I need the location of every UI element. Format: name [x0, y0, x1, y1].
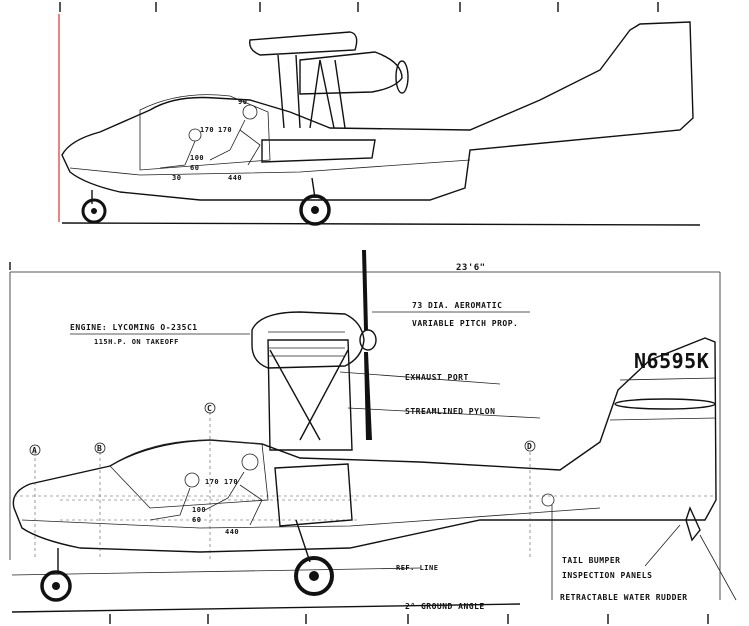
upper-dim-100: 100 — [190, 154, 204, 162]
tail-assembly — [609, 377, 717, 421]
ground-angle-label: 2° GROUND ANGLE — [405, 602, 485, 611]
station-a: A — [32, 446, 37, 455]
upper-pylon — [277, 54, 346, 129]
ref-line — [11, 567, 421, 576]
main-side-view: 23'6" A B C D — [9, 250, 737, 624]
station-markers: A B C D — [29, 402, 536, 456]
station-c: C — [207, 404, 212, 413]
pylon-label: STREAMLINED PYLON — [405, 407, 495, 416]
upper-main-gear — [299, 177, 331, 226]
upper-prop-hub — [395, 60, 409, 94]
main-nose-gear — [40, 548, 72, 602]
main-dim-60: 60 — [192, 516, 201, 524]
main-dim-440: 440 — [225, 528, 239, 536]
top-border-ticks — [59, 2, 659, 12]
ground-line — [11, 603, 521, 613]
engine-cylinders — [268, 331, 345, 357]
engine-label-line1: ENGINE: LYCOMING O-235C1 — [70, 323, 198, 332]
propeller — [359, 250, 377, 440]
engine-nacelle — [251, 311, 365, 369]
callouts: ENGINE: LYCOMING O-235C1 115H.P. ON TAKE… — [70, 301, 737, 611]
inspection-panel — [541, 493, 555, 507]
registration-number: N6595K — [634, 349, 709, 373]
upper-ground-line — [61, 222, 701, 226]
main-hull-chine — [21, 507, 601, 529]
overall-length-label: 23'6" — [456, 263, 486, 273]
upper-hull — [61, 21, 694, 201]
upper-dim-90: 90 — [238, 98, 247, 106]
station-d: D — [527, 442, 532, 451]
upper-lower-wing — [261, 139, 376, 163]
main-dim-170b: 170 — [224, 478, 238, 486]
upper-dim-30: 30 — [172, 174, 181, 182]
station-b: B — [97, 444, 102, 453]
prop-label-line2: VARIABLE PITCH PROP. — [412, 319, 518, 328]
main-cockpit — [109, 439, 269, 509]
upper-dim-60: 60 — [190, 164, 199, 172]
main-landing-gear — [294, 519, 334, 596]
upper-dim-440: 440 — [228, 174, 242, 182]
main-hull — [12, 337, 717, 553]
upper-side-view: 90 170 170 100 60 30 440 — [58, 2, 701, 226]
upper-engine — [299, 51, 403, 95]
station-grid — [34, 412, 531, 560]
upper-nose-gear — [81, 190, 107, 224]
upper-dim-170a: 170 — [200, 126, 214, 134]
main-border-ticks — [9, 262, 709, 624]
engine-label-line2: 115H.P. ON TAKEOFF — [94, 338, 179, 346]
main-dim-100: 100 — [192, 506, 206, 514]
upper-dim-170b: 170 — [218, 126, 232, 134]
main-dim-170a: 170 — [205, 478, 219, 486]
upper-cockpit — [139, 94, 271, 171]
upper-hull-chine — [69, 159, 471, 176]
ref-line-label: REF. LINE — [396, 564, 438, 572]
main-lower-wing — [274, 463, 353, 527]
upper-dim-labels: 90 170 170 100 60 30 440 — [172, 98, 247, 182]
rudder-label: RETRACTABLE WATER RUDDER — [560, 593, 688, 602]
main-dim-labels: 170 170 100 60 440 — [192, 478, 239, 536]
upper-pilot-figure — [159, 104, 261, 169]
exhaust-label: EXHAUST PORT — [405, 373, 469, 382]
tail-bumper-label: TAIL BUMPER — [562, 556, 620, 565]
streamlined-pylon — [267, 339, 353, 451]
main-pilot-figures — [149, 453, 263, 526]
upper-wing — [249, 31, 358, 56]
prop-label-line1: 73 DIA. AEROMATIC — [412, 301, 502, 310]
inspection-label: INSPECTION PANELS — [562, 571, 652, 580]
water-rudder — [685, 506, 701, 542]
